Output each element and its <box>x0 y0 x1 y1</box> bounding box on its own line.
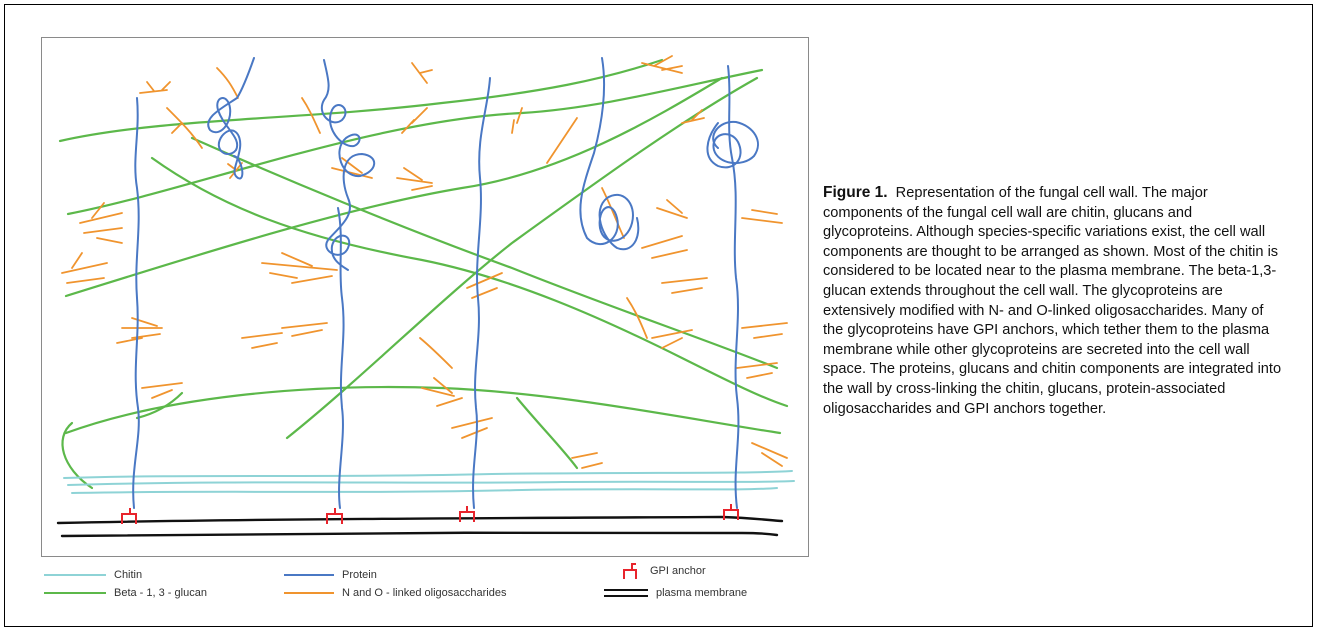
oligo-branch <box>141 382 183 399</box>
gpi-anchor-swatch-icon <box>623 563 637 579</box>
oligo-branch <box>166 107 203 149</box>
oligo-branch <box>281 322 328 337</box>
chitin-fiber <box>67 480 795 486</box>
glucan-strand <box>515 396 579 470</box>
oligo-branch <box>301 97 321 134</box>
protein-chain <box>579 57 640 251</box>
oligo-branch <box>626 297 648 339</box>
figure-frame <box>4 4 1313 627</box>
legend-label-plasma-membrane: plasma membrane <box>656 587 748 599</box>
legend-item-oligosaccharides: N and O - linked oligosaccharides <box>284 584 506 602</box>
legend: Chitin Beta - 1, 3 - glucan Protein N an… <box>44 563 814 610</box>
oligo-branch <box>641 55 683 74</box>
oligo-branch <box>656 199 688 219</box>
legend-label-protein: Protein <box>342 569 377 581</box>
membrane-inner-line <box>60 531 779 538</box>
figure-caption: Figure 1. Representation of the fungal c… <box>823 183 1283 419</box>
oligo-branch <box>681 109 705 124</box>
oligo-branch <box>419 337 453 369</box>
gpi-anchor-icon <box>459 506 475 522</box>
protein-chains <box>132 57 759 509</box>
legend-label-chitin: Chitin <box>114 569 143 581</box>
oligo-branch <box>546 117 578 164</box>
oligo-branch <box>396 167 433 191</box>
oligo-branch <box>421 377 463 407</box>
beta-glucan-swatch-icon <box>44 592 106 594</box>
chitin-fibers <box>63 470 795 494</box>
glucan-strand <box>285 76 759 440</box>
oligo-branch <box>331 157 373 179</box>
oligo-branch <box>511 107 523 134</box>
legend-item-gpi-anchor: GPI anchor <box>620 562 706 580</box>
protein-chain <box>321 59 376 271</box>
legend-label-oligosaccharides: N and O - linked oligosaccharides <box>342 587 507 599</box>
oligo-branch <box>79 202 123 244</box>
oligo-branch <box>571 452 603 469</box>
oligo-branch <box>241 332 283 349</box>
legend-item-chitin: Chitin <box>44 566 142 584</box>
oligo-branch <box>466 272 503 299</box>
protein-chain <box>132 97 140 509</box>
glucan-strand <box>58 58 664 143</box>
gpi-anchor-icon <box>723 504 739 520</box>
protein-chain <box>706 120 759 169</box>
oligosaccharide-branches <box>61 55 788 469</box>
protein-chain <box>727 65 740 509</box>
glucan-strand <box>64 76 724 298</box>
chitin-fiber <box>63 470 793 479</box>
oligo-branch <box>661 277 708 294</box>
protein-chain <box>472 77 491 509</box>
oligo-branch <box>139 81 171 94</box>
oligo-branch <box>261 252 338 284</box>
oligo-branch <box>741 322 788 339</box>
oligo-branch <box>411 62 433 84</box>
glucan-strand <box>61 421 94 490</box>
chitin-fiber <box>71 487 778 494</box>
gpi-anchor-icon <box>121 508 137 524</box>
glucan-strand <box>64 386 782 435</box>
caption-text: Representation of the fungal cell wall. … <box>823 185 1282 417</box>
oligo-branch <box>736 362 778 379</box>
oligo-branch <box>651 329 693 349</box>
oligo-branch <box>641 235 688 259</box>
figure-label: Figure 1. <box>823 184 888 201</box>
legend-item-beta-glucan: Beta - 1, 3 - glucan <box>44 584 207 602</box>
oligo-branch <box>451 417 493 439</box>
plasma-membrane <box>56 515 784 538</box>
glucan-strand <box>150 156 789 408</box>
protein-chain <box>337 207 345 509</box>
chitin-swatch-icon <box>44 574 106 576</box>
glucan-strand <box>135 391 184 420</box>
oligo-branch <box>116 317 163 344</box>
glucan-strand <box>190 136 779 370</box>
oligo-branch <box>61 252 108 284</box>
legend-item-protein: Protein <box>284 566 377 584</box>
oligo-branch <box>741 209 783 224</box>
oligo-branch <box>216 67 239 99</box>
oligo-branch <box>401 107 428 134</box>
plasma-membrane-swatch-icon <box>604 589 648 597</box>
gpi-anchors <box>121 504 739 524</box>
cell-wall-diagram-svg <box>56 55 795 538</box>
oligosaccharides-swatch-icon <box>284 592 334 594</box>
legend-item-plasma-membrane: plasma membrane <box>604 584 747 602</box>
protein-swatch-icon <box>284 574 334 576</box>
membrane-outer-line <box>56 515 784 525</box>
legend-label-gpi-anchor: GPI anchor <box>650 565 706 577</box>
oligo-branch <box>751 442 788 467</box>
legend-label-beta-glucan: Beta - 1, 3 - glucan <box>114 587 207 599</box>
oligo-branch <box>601 187 625 239</box>
protein-chain <box>207 57 255 180</box>
beta-glucan-strands <box>58 58 789 490</box>
gpi-anchor-icon <box>326 508 343 524</box>
glucan-strand <box>66 68 764 216</box>
cell-wall-diagram <box>41 37 809 557</box>
